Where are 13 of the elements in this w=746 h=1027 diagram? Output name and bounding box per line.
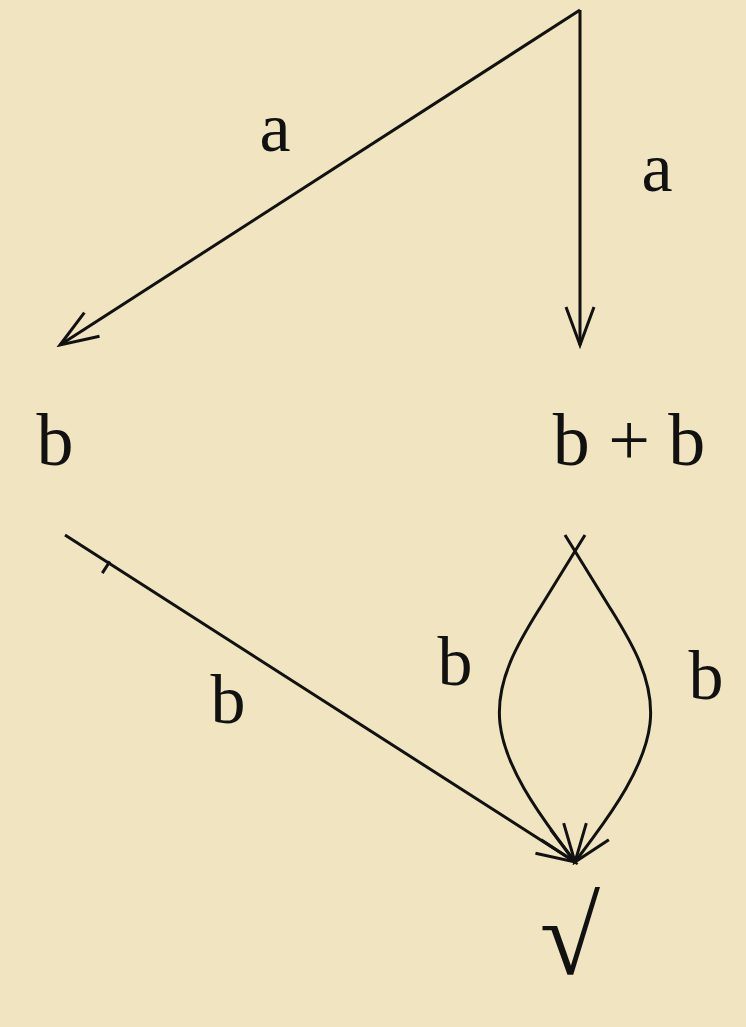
edge-label: b — [210, 665, 246, 735]
edge-label: a — [259, 93, 291, 163]
edge-label: a — [641, 133, 673, 203]
edge-label: b — [437, 627, 473, 697]
edge-label: b — [688, 641, 724, 711]
check-symbol: √ — [539, 882, 601, 992]
curved-arrow — [497, 534, 587, 864]
arrow — [58, 8, 581, 347]
arrow — [564, 10, 596, 347]
arrow — [63, 533, 577, 864]
object-label: b + b — [552, 403, 706, 477]
curved-arrow — [563, 534, 653, 864]
object-label: b — [36, 403, 74, 477]
